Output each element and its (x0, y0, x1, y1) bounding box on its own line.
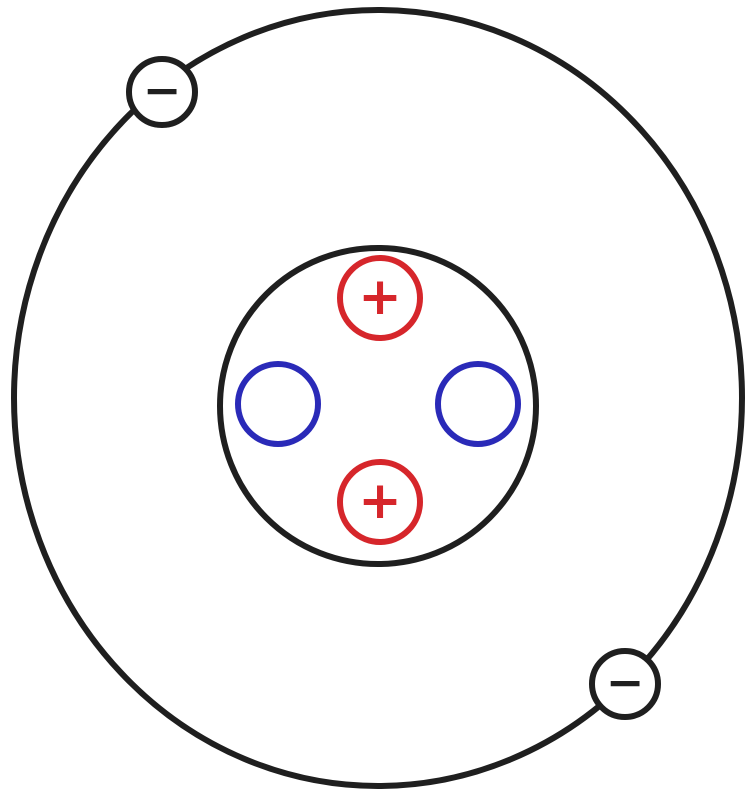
proton-symbol: + (358, 471, 402, 531)
neutron-right (438, 364, 518, 444)
electron-symbol: − (606, 655, 645, 709)
proton-bottom: + (340, 462, 420, 542)
proton-top: + (340, 258, 420, 338)
proton-symbol: + (358, 267, 402, 327)
electron-bottom-right: − (592, 651, 658, 717)
neutron-left (238, 364, 318, 444)
electron-top-left: − (129, 59, 195, 125)
electron-symbol: − (143, 63, 182, 117)
